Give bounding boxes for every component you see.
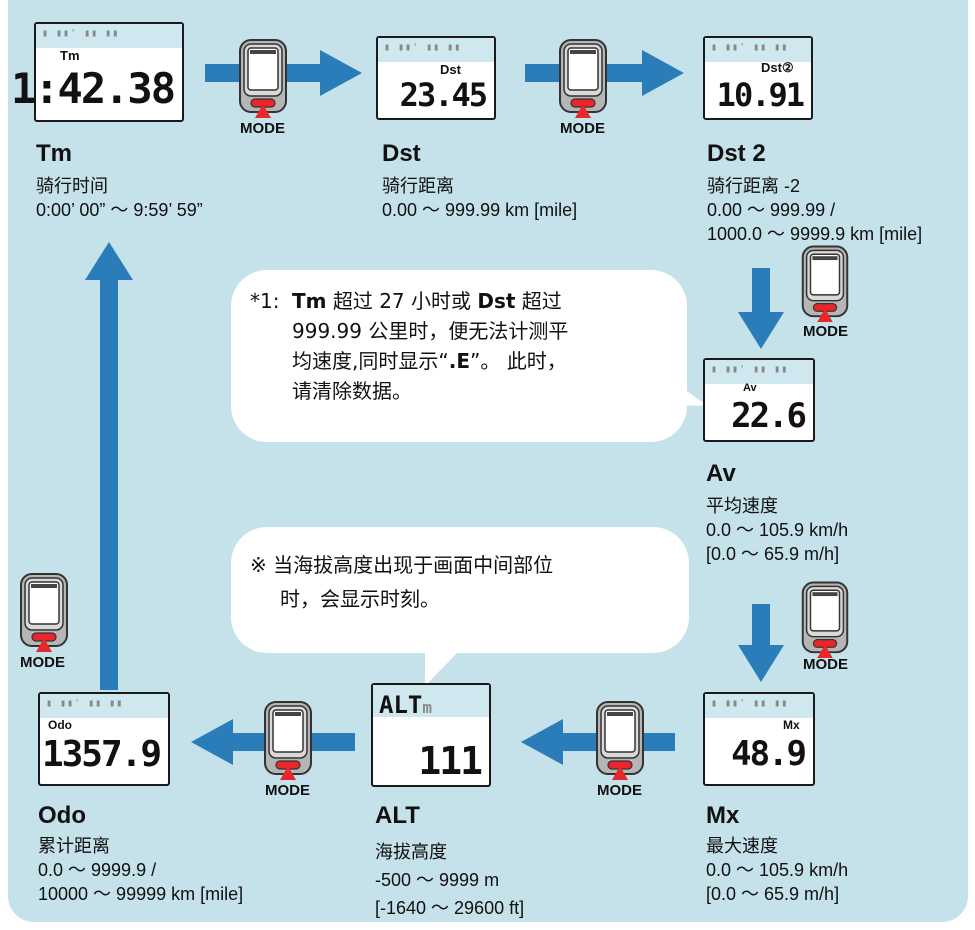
screen-tag: Dst (440, 62, 461, 77)
note-line: 请清除数据。 (292, 379, 412, 403)
altitude-note-bubble (231, 527, 689, 653)
device-icon (801, 581, 849, 659)
node-title-av: Av (706, 460, 736, 487)
note-line: *1:Tm 超过 27 小时或 Dst 超过 (250, 289, 562, 313)
screen-value: 10.91 (716, 76, 805, 114)
screen-alt: ALTm 111 (371, 683, 491, 787)
note-bubble (231, 270, 687, 442)
note-line: ※ 当海拔高度出现于画面中间部位 (250, 553, 554, 577)
screen-dst2: ▮ ▮▮' ▮▮ ▮▮ Dst② 10.91 (703, 36, 813, 120)
node-title-mx: Mx (706, 802, 740, 829)
mode-label: MODE (803, 656, 848, 673)
mode-label: MODE (240, 120, 285, 137)
arrow-av-to-mx (738, 604, 784, 682)
note-line: 999.99 公里时，便无法计测平 (292, 319, 569, 343)
mode-label: MODE (265, 782, 310, 799)
screen-dst: ▮ ▮▮' ▮▮ ▮▮ Dst 23.45 (376, 36, 496, 120)
screen-tag: Odo (48, 718, 72, 732)
screen-value: 111 (418, 739, 483, 783)
screen-tm: ▮ ▮▮' ▮▮ ▮▮ Tm 1:42.38 (11, 22, 184, 122)
node-title-odo: Odo (38, 802, 86, 829)
screen-value: 1:42.38 (10, 64, 176, 113)
screen-value: 48.9 (731, 734, 807, 774)
screen-value: 23.45 (399, 76, 488, 114)
screen-tag: Tm (60, 48, 80, 63)
node-text-alt: 海拔高度-500 ～ 9999 m[-1640 ～ 29600 ft] (375, 842, 525, 918)
device-icon (20, 573, 68, 653)
device-icon (264, 701, 312, 781)
node-title-tm: Tm (36, 140, 72, 167)
screen-av: ▮ ▮▮' ▮▮ ▮▮ Av 22.6 (703, 358, 815, 442)
mode-label: MODE (597, 782, 642, 799)
node-title-dst: Dst (382, 140, 421, 167)
arrow-dst2-to-av (738, 268, 784, 349)
screen-value: 1357.9 (41, 734, 162, 775)
arrow-odo-to-tm (85, 242, 133, 690)
screen-tag: Mx (783, 718, 800, 732)
mode-label: MODE (560, 120, 605, 137)
node-title-dst2: Dst 2 (707, 140, 766, 167)
device-icon (559, 39, 607, 119)
screen-tag: Dst② (761, 60, 794, 75)
mode-label: MODE (803, 323, 848, 340)
screen-unit: m (422, 698, 432, 717)
screen-mx: ▮ ▮▮' ▮▮ ▮▮ Mx 48.9 (703, 692, 815, 786)
screen-tag: ALTm (379, 691, 432, 719)
screen-value: 22.6 (731, 396, 807, 436)
device-icon (801, 245, 849, 323)
device-icon (239, 39, 287, 119)
screen-tag: Av (743, 382, 757, 394)
node-title-alt: ALT (375, 802, 420, 829)
bubble-tail (425, 650, 460, 686)
mode-label: MODE (20, 654, 65, 671)
device-icon (596, 701, 644, 781)
note-bubble-text: *1:Tm 超过 27 小时或 Dst 超过 999.99 公里时，便无法计测平… (250, 286, 568, 406)
screen-odo: ▮ ▮▮' ▮▮ ▮▮ Odo 1357.9 (38, 692, 170, 786)
altitude-note-text: ※ 当海拔高度出现于画面中间部位 时，会显示时刻。 (250, 548, 553, 616)
note-line: 均速度,同时显示“.E”。 此时， (292, 349, 567, 373)
note-line: 时，会显示时刻。 (280, 587, 440, 611)
